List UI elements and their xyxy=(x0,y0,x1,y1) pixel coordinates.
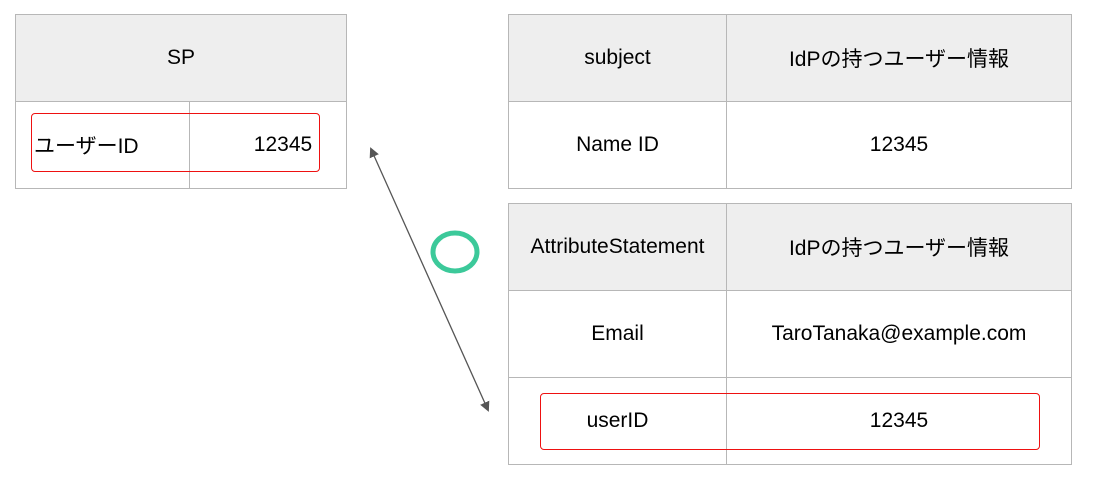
subject-table: subject IdPの持つユーザー情報 Name ID 12345 xyxy=(508,14,1072,189)
sp-header: SP xyxy=(15,14,347,102)
subject-header-key: subject xyxy=(508,14,727,102)
sp-table: SP ユーザーID 12345 xyxy=(15,14,347,189)
attribute-userid-value: 12345 xyxy=(726,377,1072,465)
subject-key-cell: Name ID xyxy=(508,101,727,189)
attribute-email-value: TaroTanaka@example.com xyxy=(726,290,1072,378)
attribute-header-value: IdPの持つユーザー情報 xyxy=(726,203,1072,291)
attribute-table: AttributeStatement IdPの持つユーザー情報 Email Ta… xyxy=(508,203,1072,465)
attribute-userid-key: userID xyxy=(508,377,727,465)
subject-value-cell: 12345 xyxy=(726,101,1072,189)
double-arrow-icon xyxy=(369,147,490,412)
match-circle-icon xyxy=(430,230,480,274)
sp-key-cell: ユーザーID xyxy=(15,101,190,189)
sp-value-cell: 12345 xyxy=(189,101,347,189)
attribute-userid-highlight xyxy=(540,393,1040,450)
attribute-header-key: AttributeStatement xyxy=(508,203,727,291)
subject-header-value: IdPの持つユーザー情報 xyxy=(726,14,1072,102)
sp-userid-highlight xyxy=(31,113,320,172)
attribute-email-key: Email xyxy=(508,290,727,378)
